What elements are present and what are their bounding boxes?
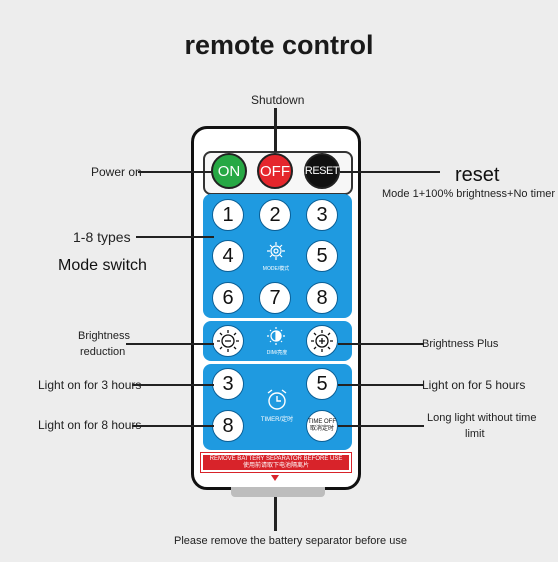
timer-3-button[interactable]: 3 — [212, 368, 244, 400]
reset-label: reset — [455, 164, 500, 186]
alarm-clock-icon — [264, 388, 290, 412]
timer-5-button[interactable]: 5 — [306, 368, 338, 400]
types-label: 1-8 types — [73, 229, 131, 245]
dim-label: DIM/亮度 — [266, 350, 288, 356]
battery-separator-tab[interactable]: REMOVE BATTERY SEPARATOR BEFORE USE 使用前请… — [200, 452, 352, 473]
shutdown-line — [274, 108, 277, 152]
brightness-reduction-label-1: Brightness — [78, 330, 130, 342]
on-button[interactable]: ON — [211, 153, 247, 189]
mode-6-button[interactable]: 6 — [212, 282, 244, 314]
timer-8-button[interactable]: 8 — [212, 410, 244, 442]
brightness-minus-button[interactable] — [212, 325, 244, 357]
down-arrow-icon — [271, 475, 279, 481]
power-on-label: Power on — [91, 165, 142, 179]
light-8h-line — [132, 425, 214, 427]
reset-description: Mode 1+100% brightness+No timer — [382, 188, 556, 200]
mode-4-button[interactable]: 4 — [212, 240, 244, 272]
light-3h-label: Light on for 3 hours — [38, 378, 142, 392]
types-line — [136, 236, 214, 238]
brightness-plus-label: Brightness Plus — [422, 338, 499, 350]
mode-5-button[interactable]: 5 — [306, 240, 338, 272]
mode-label: MODE/模式 — [262, 266, 290, 272]
off-button[interactable]: OFF — [257, 153, 293, 189]
light-3h-line — [132, 384, 214, 386]
power-on-line — [138, 171, 212, 173]
battery-note: Please remove the battery separator befo… — [174, 535, 407, 547]
mode-7-button[interactable]: 7 — [259, 282, 291, 314]
timer-off-label-cn: 取消定时 — [309, 426, 334, 432]
long-light-label-1: Long light without time — [427, 412, 537, 424]
timer-label: TIMER/定时 — [260, 417, 294, 423]
separator-text: REMOVE BATTERY SEPARATOR BEFORE USE — [209, 456, 343, 462]
brightness-plus-button[interactable] — [306, 325, 338, 357]
shutdown-label: Shutdown — [251, 93, 305, 107]
mode-switch-label: Mode switch — [58, 257, 147, 274]
mode-3-button[interactable]: 3 — [306, 199, 338, 231]
gear-icon[interactable] — [262, 240, 290, 262]
half-sun-icon — [264, 326, 288, 346]
separator-text-cn: 使用前请取下电池隔离片 — [242, 463, 309, 469]
light-5h-label: Light on for 5 hours — [422, 378, 526, 392]
mode-2-button[interactable]: 2 — [259, 199, 291, 231]
long-light-line — [338, 425, 424, 427]
page-title: remote control — [184, 30, 374, 60]
reset-button[interactable]: RESET — [304, 153, 340, 189]
mode-8-button[interactable]: 8 — [306, 282, 338, 314]
battery-slot — [231, 487, 325, 497]
brightness-reduction-line — [126, 343, 214, 345]
brightness-reduction-label-2: reduction — [80, 346, 126, 358]
light-5h-line — [338, 384, 424, 386]
timer-off-label: TIME OFF — [308, 419, 336, 425]
timer-off-button[interactable]: TIME OFF 取消定时 — [306, 410, 338, 442]
light-8h-label: Light on for 8 hours — [38, 418, 142, 432]
brightness-plus-line — [338, 343, 424, 345]
long-light-label-2: limit — [465, 428, 485, 440]
reset-line — [340, 171, 440, 173]
sun-minus-icon — [217, 330, 239, 352]
mode-1-button[interactable]: 1 — [212, 199, 244, 231]
battery-line — [274, 497, 277, 531]
sun-plus-icon — [311, 330, 333, 352]
